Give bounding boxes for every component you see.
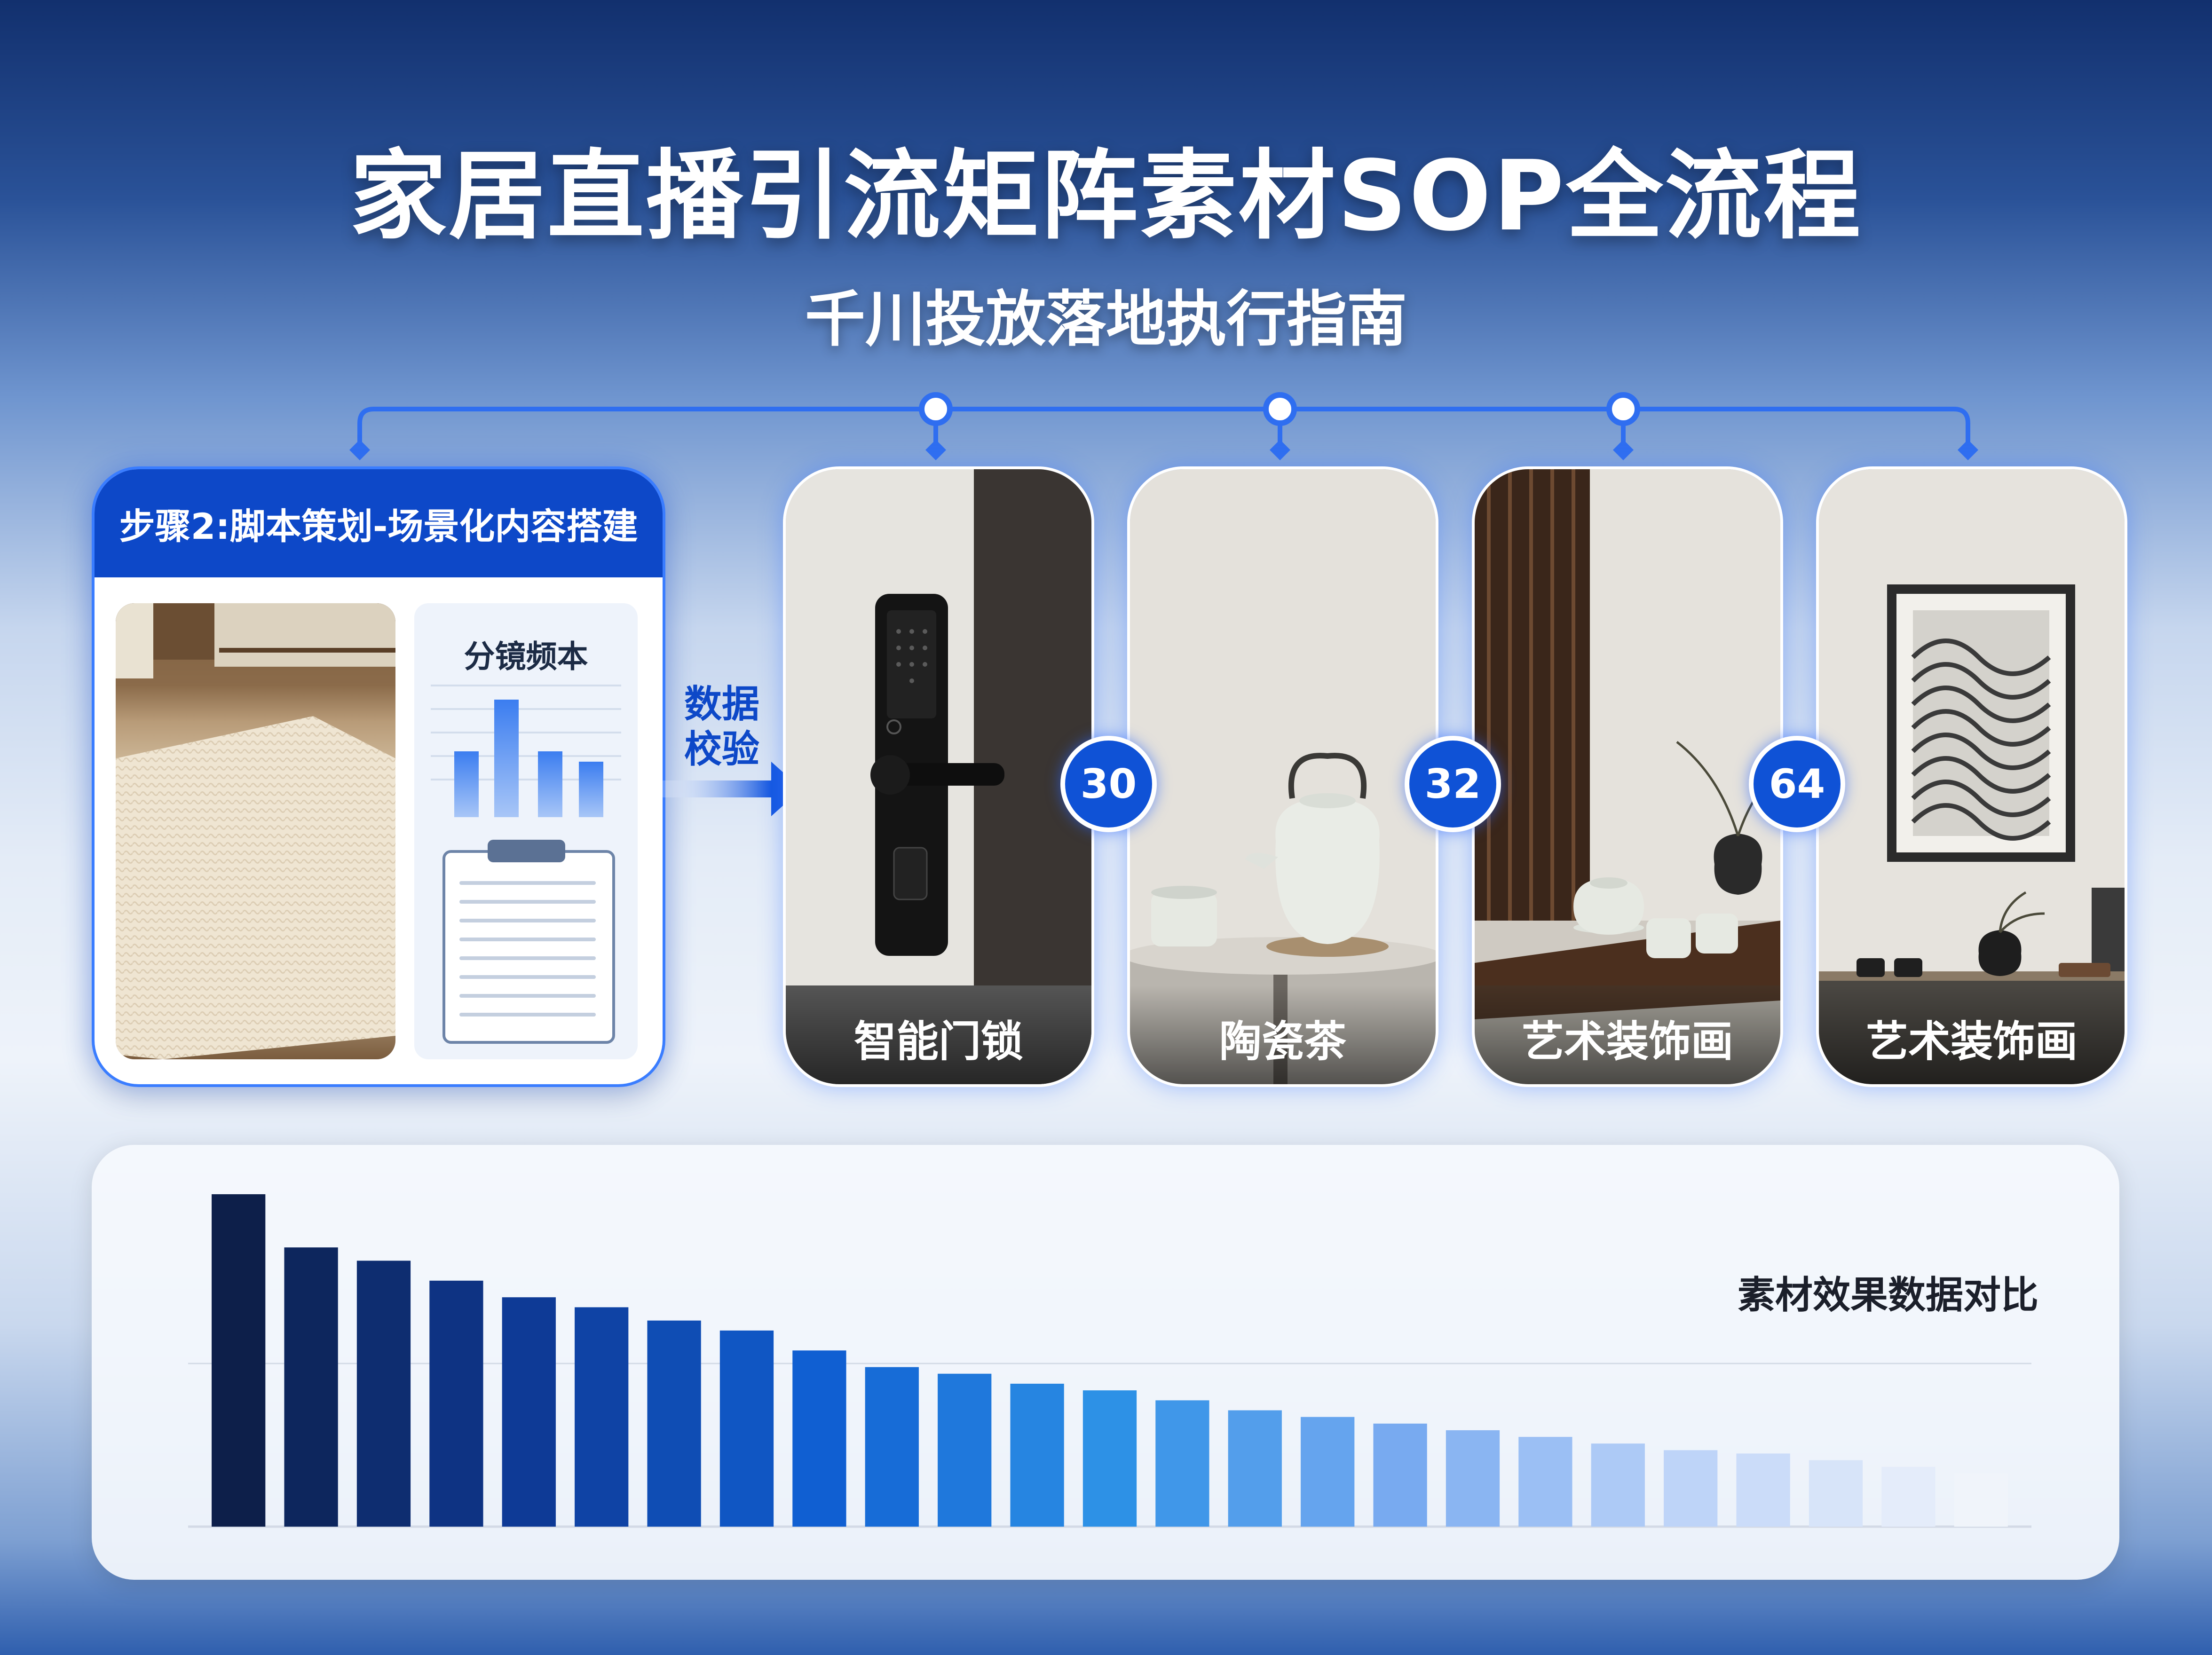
metric-badge: 30 [1060,736,1157,832]
connector-dot [1263,392,1297,426]
rug-photo [116,603,395,1059]
verify-label: 数据 校验 [684,682,759,771]
clipboard-line [459,919,596,922]
flow-connector [349,392,1978,460]
mini-bar [494,700,519,817]
chart-bar [1518,1437,1572,1527]
page-title: 家居直播引流矩阵素材SOP全流程 [349,140,1863,252]
connector-node [1613,440,1634,460]
clipboard-line [459,975,596,979]
storyboard-panel: 分镜频本 [414,603,638,1059]
chart-title: 素材效果数据对比 [1738,1273,2038,1317]
product-label: 智能门锁 [786,985,1091,1084]
chart-bar [284,1247,338,1527]
chart-bar [1010,1383,1064,1527]
chart-bar [1155,1400,1209,1527]
chart-bar [1736,1453,1790,1527]
chart-bar [865,1367,919,1527]
chart-bar [938,1373,992,1527]
chart-bar [1301,1417,1355,1527]
clipboard-line [459,1013,596,1017]
clipboard-line [459,900,596,904]
chart-bar [1809,1460,1863,1527]
chart-bar [212,1194,266,1527]
metric-badge: 32 [1405,736,1501,832]
chart-bar [647,1320,701,1527]
chart-bar [1228,1410,1282,1527]
chart-panel: 素材效果数据对比 [92,1145,2119,1580]
step-card: 步骤2:脚本策划-场景化内容搭建 分镜频本 [92,466,665,1087]
chart-bar [1664,1450,1718,1527]
chart-bar [792,1350,846,1527]
connector-node [349,440,370,460]
chart-bar [575,1307,629,1527]
chart-bar [1373,1423,1427,1527]
mini-bar [579,762,603,817]
chart-bar [356,1261,411,1527]
page-subtitle: 千川投放落地执行指南 [805,284,1407,355]
storyboard-title: 分镜频本 [464,638,588,675]
product-card-smart-lock[interactable]: 智能门锁 [783,466,1094,1087]
mini-bar [454,751,479,817]
connector-dot [1606,392,1640,426]
product-card-ceramic-tea[interactable]: 陶瓷茶 [1127,466,1438,1087]
clipboard-icon [442,840,615,1044]
clipboard-line [459,881,596,885]
step-header: 步骤2:脚本策划-场景化内容搭建 [95,469,663,577]
product-card-art-painting-2[interactable]: 艺术装饰画 [1816,466,2127,1087]
chart-bar [1082,1390,1137,1527]
clipboard-line [459,938,596,941]
connector-dot [919,392,953,426]
product-label: 艺术装饰画 [1819,985,2125,1084]
product-label: 艺术装饰画 [1475,985,1780,1084]
chart-bar [1591,1443,1645,1527]
chart-bar [502,1297,556,1527]
clipboard-line [459,994,596,998]
bar-chart [188,1194,2031,1528]
metric-badge: 64 [1749,736,1845,832]
connector-node [925,440,946,460]
connector-node [1958,440,1978,460]
chart-bar [1954,1473,2008,1527]
storyboard-mini-chart [431,685,621,817]
chart-bar [429,1280,483,1527]
mini-bar [538,751,562,817]
chart-bar [1446,1430,1500,1527]
product-label: 陶瓷茶 [1130,985,1436,1084]
clipboard-line [459,956,596,960]
connector-node [1270,440,1290,460]
chart-bar [719,1330,774,1527]
clipboard-clip [488,840,565,862]
chart-bar [1881,1466,1936,1527]
product-card-art-painting-1[interactable]: 艺术装饰画 [1472,466,1783,1087]
